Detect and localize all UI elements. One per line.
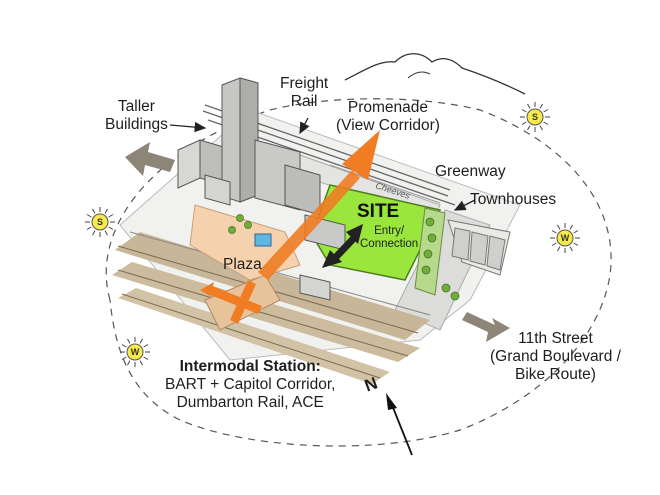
sun-west-bottom: W — [120, 337, 150, 367]
freight-rail-line-2: Rail — [290, 92, 318, 110]
taller-buildings-line-1: Taller — [117, 98, 155, 115]
promenade-arrow — [258, 130, 380, 280]
freight-rail-line-1: Freight — [280, 75, 329, 92]
plaza-label: Plaza — [223, 256, 262, 273]
greenway-label: Greenway — [435, 163, 506, 180]
promenade-label: Promenade (View Corridor) — [336, 99, 440, 135]
sun-south-top-letter: S — [532, 112, 538, 122]
station-connection-arrows — [200, 280, 262, 324]
entry-line-1: Entry/ — [374, 225, 405, 237]
taller-buildings-label: Taller Buildings — [105, 98, 168, 134]
fountain — [254, 233, 272, 247]
sun-west-right-letter: W — [561, 233, 570, 243]
greenway-trees — [228, 214, 460, 301]
intermodal-title: Intermodal Station: — [179, 358, 321, 375]
taller-buildings — [177, 77, 321, 216]
eleventh-street-label: 11th Street (Grand Boulevard / Bike Rout… — [490, 330, 621, 383]
eleventh-street-line-1: 11th Street — [518, 330, 593, 347]
intermodal-line-1: BART + Capitol Corridor, — [165, 375, 336, 393]
site-label: SITE — [357, 201, 400, 222]
north-arrow — [386, 393, 413, 456]
sun-west-bottom-letter: W — [131, 347, 140, 357]
intermodal-rail-tracks — [112, 231, 431, 384]
sun-south-left: S — [85, 207, 115, 237]
intermodal-station-label: Intermodal Station: BART + Capitol Corri… — [165, 358, 335, 411]
promenade-line-2: (View Corridor) — [336, 116, 440, 134]
entry-connection-label: Entry/ Connection — [360, 225, 418, 251]
sun-west-right: W — [550, 223, 580, 253]
entry-line-2: Connection — [360, 238, 419, 251]
gray-direction-arrows — [125, 142, 510, 342]
sun-south-top: S — [520, 102, 550, 132]
townhouses-label: Townhouses — [470, 191, 557, 208]
freight-rail-label: Freight Rail — [280, 75, 328, 111]
townhouses-blocks — [447, 219, 511, 276]
sun-markers: S W S W — [85, 102, 580, 367]
promenade-line-1: Promenade — [347, 99, 429, 116]
eleventh-street-line-2: (Grand Boulevard / — [490, 347, 621, 365]
intermodal-line-2: Dumbarton Rail, ACE — [176, 393, 324, 411]
sun-south-left-letter: S — [97, 217, 103, 227]
eleventh-street-line-3: Bike Route) — [514, 365, 596, 383]
leader-lines — [169, 117, 476, 211]
entry-connection-arrow — [322, 224, 363, 268]
taller-buildings-line-2: Buildings — [105, 115, 168, 133]
mountains-sketch — [344, 53, 526, 95]
